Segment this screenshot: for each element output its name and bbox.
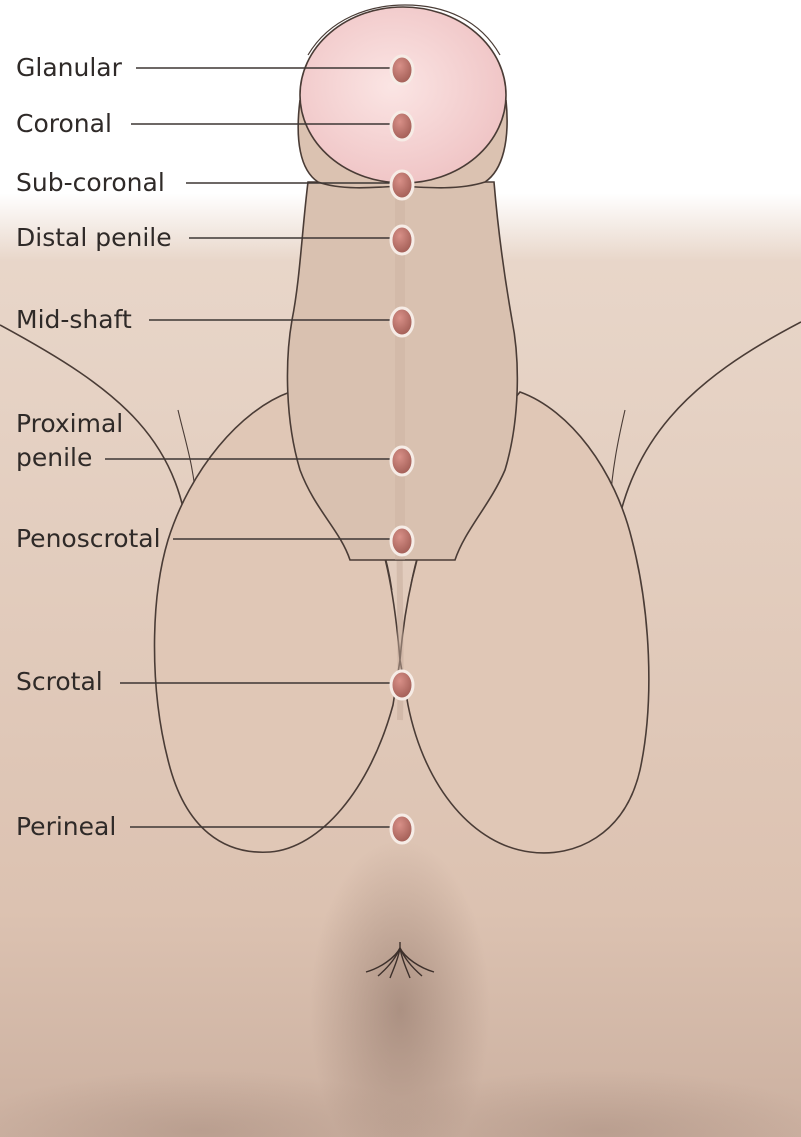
marker-scrotal xyxy=(389,669,415,701)
marker-sub-coronal xyxy=(389,169,415,201)
glans-rim xyxy=(307,4,501,56)
marker-coronal xyxy=(389,110,415,142)
label-mid-shaft: Mid-shaft xyxy=(16,305,132,334)
label-perineal: Perineal xyxy=(16,812,116,841)
label-proximal-penile-line1: Proximal xyxy=(16,409,123,438)
label-coronal: Coronal xyxy=(16,109,112,138)
label-glanular: Glanular xyxy=(16,53,123,82)
label-penoscrotal: Penoscrotal xyxy=(16,524,161,553)
marker-penoscrotal xyxy=(389,525,415,557)
marker-perineal xyxy=(389,813,415,845)
marker-glanular xyxy=(389,54,415,86)
buttock-shadow-right xyxy=(370,1070,801,1137)
marker-distal-penile xyxy=(389,224,415,256)
buttock-shadow-left xyxy=(0,1070,430,1137)
glans xyxy=(299,6,507,184)
label-sub-coronal: Sub-coronal xyxy=(16,168,165,197)
label-proximal-penile-line2: penile xyxy=(16,443,92,472)
marker-proximal-penile xyxy=(389,445,415,477)
label-distal-penile: Distal penile xyxy=(16,223,172,252)
label-scrotal: Scrotal xyxy=(16,667,103,696)
anus-icon xyxy=(365,942,435,979)
marker-mid-shaft xyxy=(389,306,415,338)
meatus-markers xyxy=(389,54,415,845)
cleft-shading xyxy=(310,840,490,1137)
